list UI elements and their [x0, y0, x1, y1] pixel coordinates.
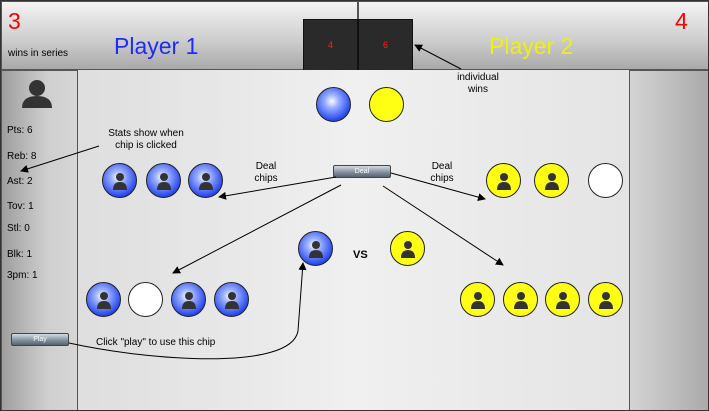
player1-chip[interactable]: [146, 163, 181, 198]
player1-header: 3 wins in series Player 1: [1, 1, 358, 70]
empty-chip-slot: [128, 282, 163, 317]
annotation-deal-left: Deal chips: [254, 161, 278, 184]
player1-chip[interactable]: [102, 163, 137, 198]
stats-sidebar: Pts: 6 Reb: 8 Ast: 2 Tov: 1 Stl: 0 Blk: …: [1, 70, 78, 410]
player1-name: Player 1: [114, 33, 199, 59]
empty-chip-slot: [588, 163, 623, 198]
annotation-individual-wins: individual wins: [457, 72, 499, 95]
deal-button[interactable]: Deal: [333, 165, 391, 178]
annotation-play: Click "play" to use this chip: [96, 337, 216, 348]
player1-series-count: 3: [8, 8, 21, 34]
game-board: [78, 70, 629, 410]
stat-steals: Stl: 0: [7, 223, 30, 234]
annotation-deal-right: Deal chips: [430, 161, 454, 184]
vs-label: VS: [353, 249, 368, 261]
person-icon: [544, 172, 559, 190]
player2-active-chip[interactable]: [369, 87, 404, 122]
player1-hand-chip[interactable]: [171, 282, 206, 317]
player1-chip[interactable]: [188, 163, 223, 198]
person-icon: [224, 291, 239, 309]
person-icon: [555, 291, 570, 309]
player1-active-chip[interactable]: [316, 87, 351, 122]
person-icon: [156, 172, 171, 190]
player1-hand-chip[interactable]: [214, 282, 249, 317]
stat-assists: Ast: 2: [7, 176, 33, 187]
stat-turnovers: Tov: 1: [7, 201, 34, 212]
stat-threes: 3pm: 1: [7, 270, 38, 281]
player2-played-chip[interactable]: [390, 231, 425, 266]
player2-chip[interactable]: [534, 163, 569, 198]
player2-hand-chip[interactable]: [503, 282, 538, 317]
person-icon: [308, 240, 323, 258]
player1-individual-wins: 4: [303, 19, 358, 71]
person-icon: [470, 291, 485, 309]
player2-name: Player 2: [489, 33, 574, 59]
player2-series-count: 4: [675, 8, 688, 34]
person-icon: [22, 80, 52, 108]
stat-points: Pts: 6: [7, 125, 33, 136]
player2-individual-wins: 6: [358, 19, 413, 71]
person-icon: [513, 291, 528, 309]
person-icon: [181, 291, 196, 309]
right-sidebar: [629, 70, 708, 410]
player2-hand-chip[interactable]: [545, 282, 580, 317]
person-icon: [598, 291, 613, 309]
play-button[interactable]: Play: [11, 333, 69, 346]
stat-blocks: Blk: 1: [7, 249, 33, 260]
series-label: wins in series: [8, 48, 69, 59]
player1-hand-chip[interactable]: [86, 282, 121, 317]
person-icon: [96, 291, 111, 309]
player2-hand-chip[interactable]: [460, 282, 495, 317]
player2-chip[interactable]: [486, 163, 521, 198]
stat-rebounds: Reb: 8: [7, 151, 37, 162]
person-icon: [112, 172, 127, 190]
player2-hand-chip[interactable]: [588, 282, 623, 317]
player1-played-chip[interactable]: [298, 231, 333, 266]
person-icon: [198, 172, 213, 190]
person-icon: [400, 240, 415, 258]
annotation-stats: Stats show when chip is clicked: [108, 128, 184, 151]
person-icon: [496, 172, 511, 190]
